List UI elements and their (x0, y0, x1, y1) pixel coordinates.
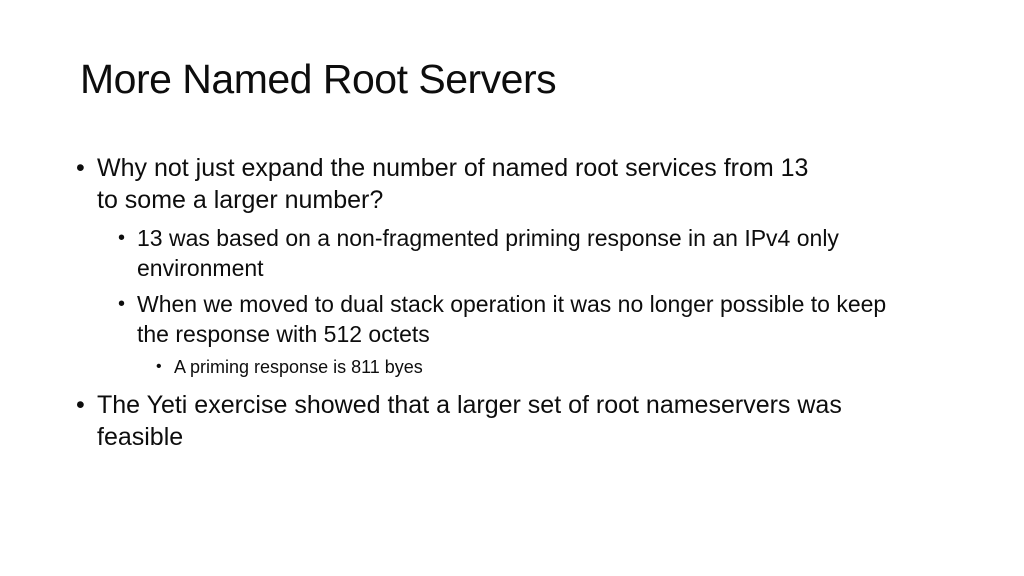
bullet-text: A priming response is 811 byes (174, 357, 423, 377)
bullet-text: 13 was based on a non-fragmented priming… (137, 225, 839, 281)
bullet-item: • A priming response is 811 byes (0, 355, 1024, 379)
bullet-item: • Why not just expand the number of name… (0, 152, 1024, 216)
bullet-marker-icon: • (76, 391, 85, 419)
bullet-marker-icon: • (118, 227, 126, 249)
bullet-item: • 13 was based on a non-fragmented primi… (0, 223, 1024, 283)
slide-title: More Named Root Servers (80, 56, 557, 102)
bullet-item: • When we moved to dual stack operation … (0, 289, 1024, 349)
bullet-item: • The Yeti exercise showed that a larger… (0, 389, 1024, 453)
bullet-text: The Yeti exercise showed that a larger s… (97, 391, 842, 451)
bullet-marker-icon: • (156, 358, 162, 375)
bullet-marker-icon: • (76, 154, 85, 182)
bullet-list: • Why not just expand the number of name… (0, 152, 1024, 460)
bullet-marker-icon: • (118, 293, 126, 315)
bullet-text: Why not just expand the number of named … (97, 154, 809, 214)
bullet-text: When we moved to dual stack operation it… (137, 291, 887, 347)
